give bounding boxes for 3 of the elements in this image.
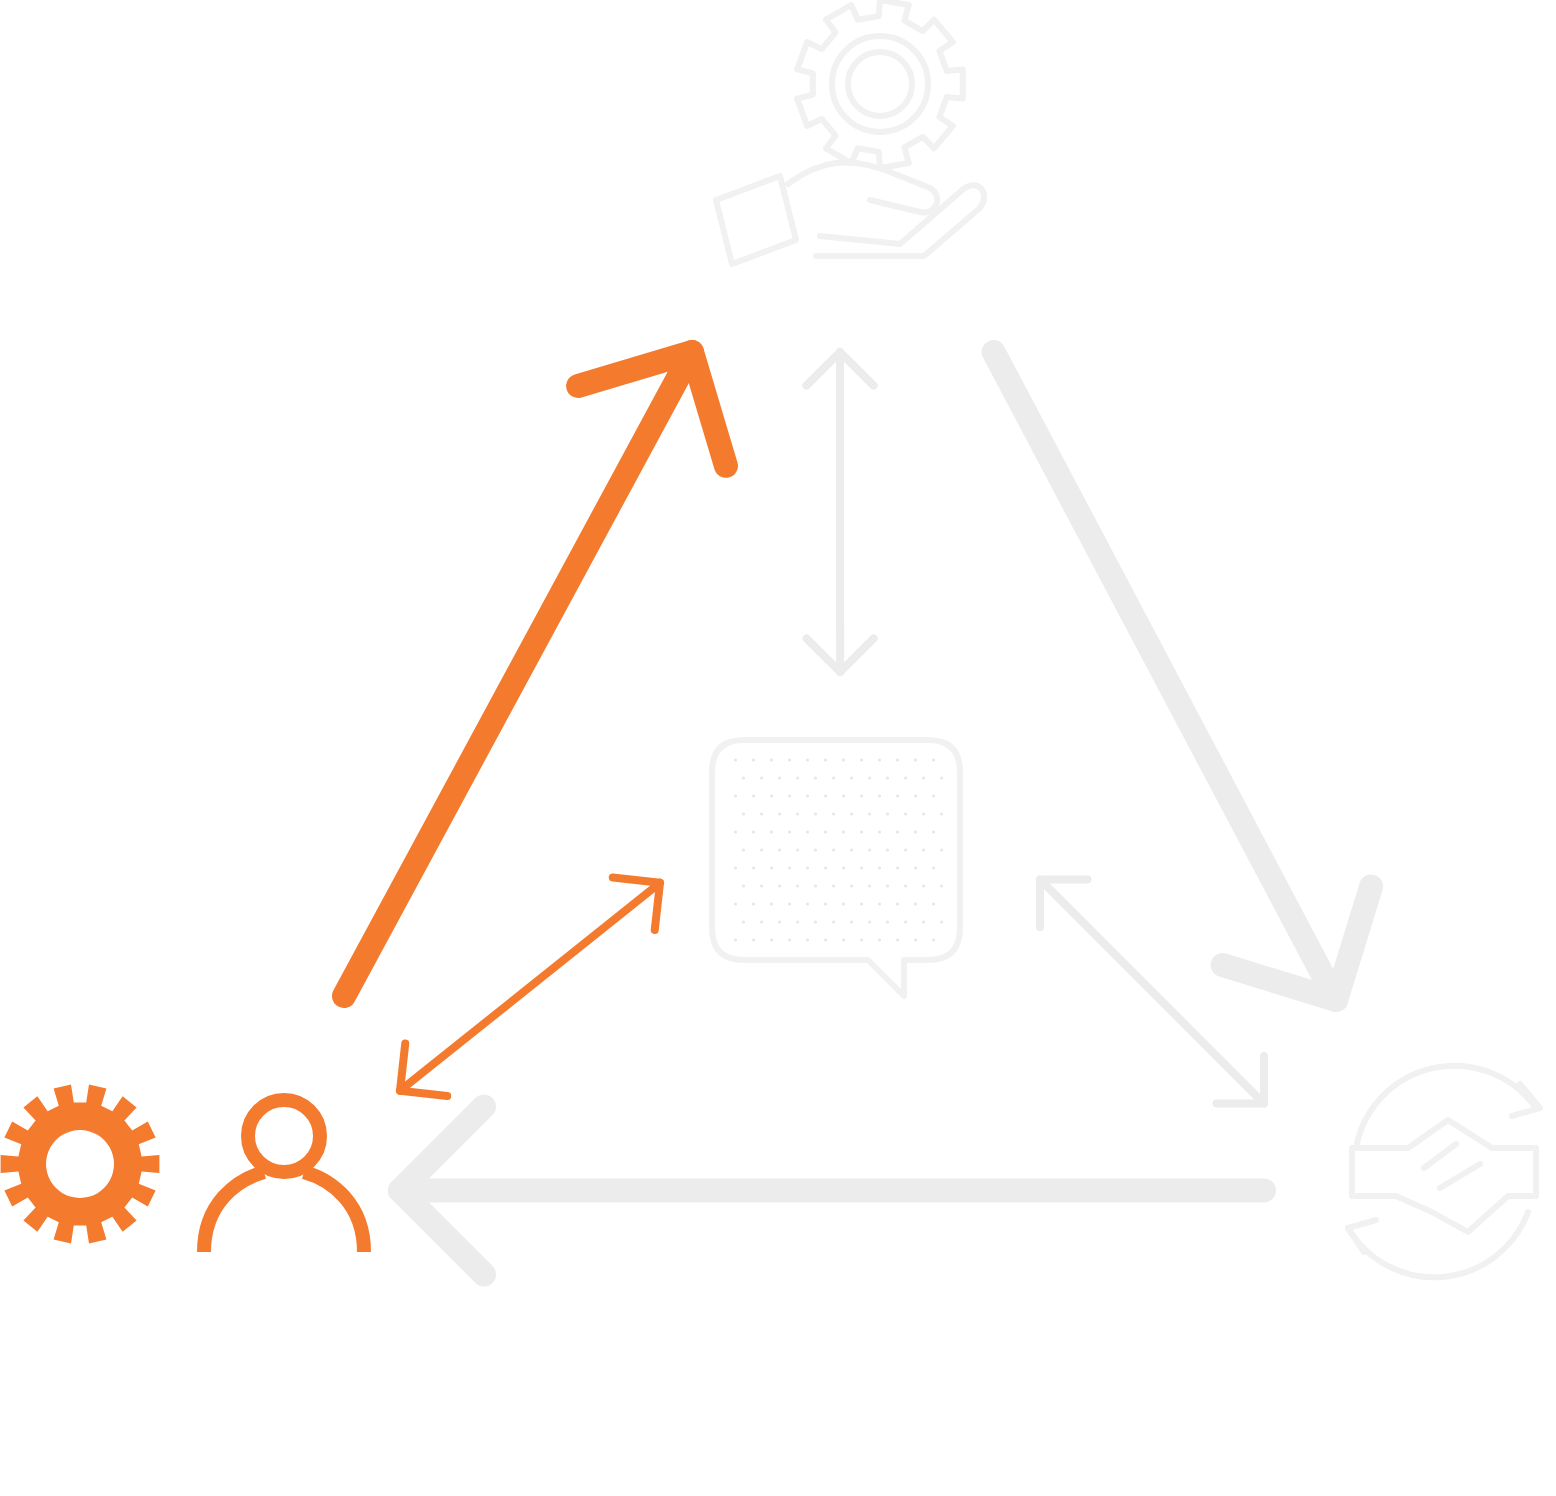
- arrow: [388, 1094, 1276, 1287]
- arrow: [332, 340, 738, 1008]
- arrow: [396, 873, 664, 1100]
